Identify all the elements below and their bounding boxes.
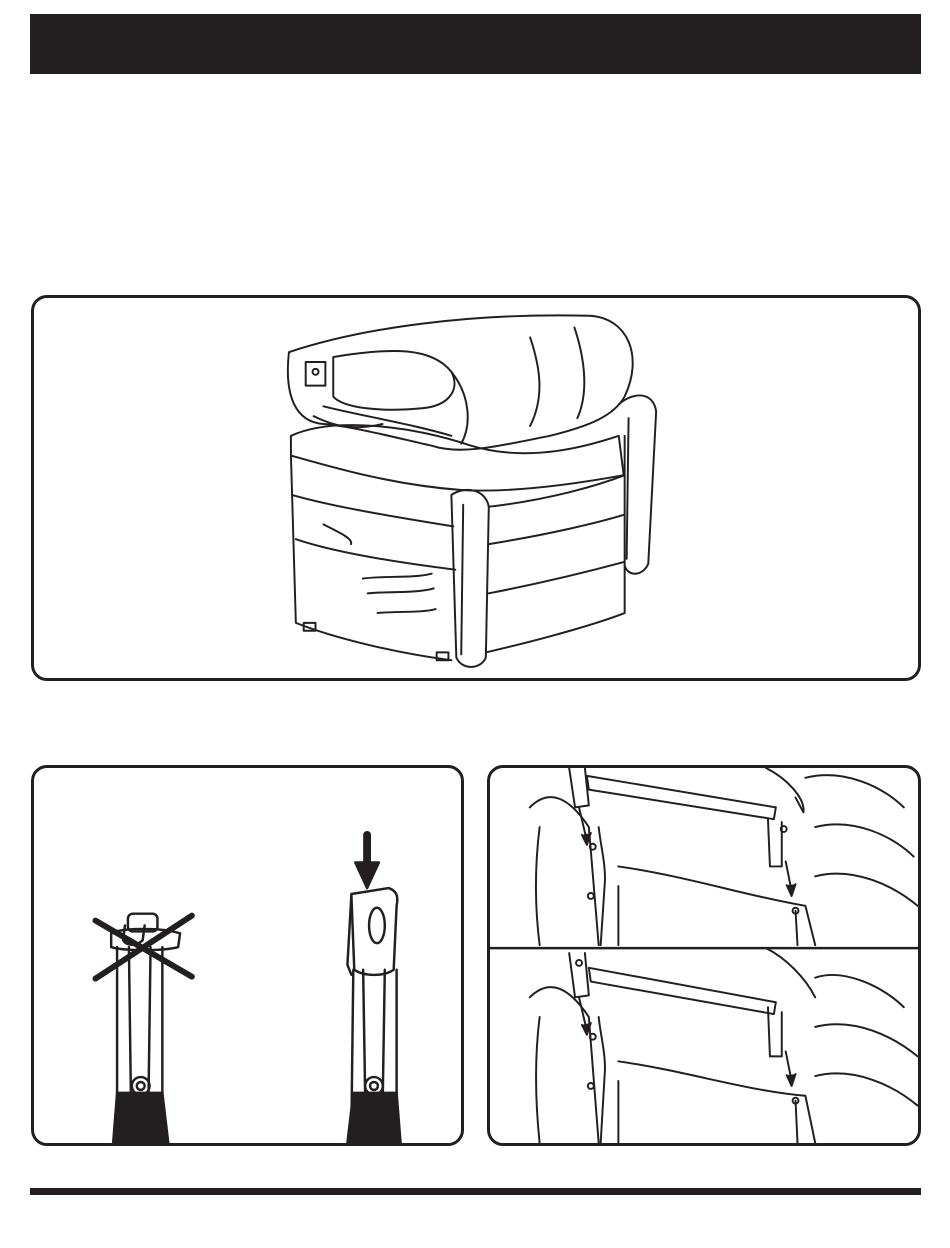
clip-incorrect-icon [95, 914, 191, 1143]
bracket-upper-icon [530, 768, 918, 945]
bracket-figure-panel [487, 765, 921, 1146]
bracket-alignment-drawing [490, 768, 918, 1143]
clip-correct-icon [347, 835, 400, 1143]
clip-comparison-drawing [34, 768, 461, 1143]
header-bar [30, 14, 921, 74]
chair-figure-panel [31, 295, 921, 681]
lift-chair-icon [34, 298, 918, 678]
footer-bar [30, 1188, 921, 1195]
bracket-lower-icon [530, 948, 918, 1143]
clip-figure-panel [31, 765, 464, 1146]
